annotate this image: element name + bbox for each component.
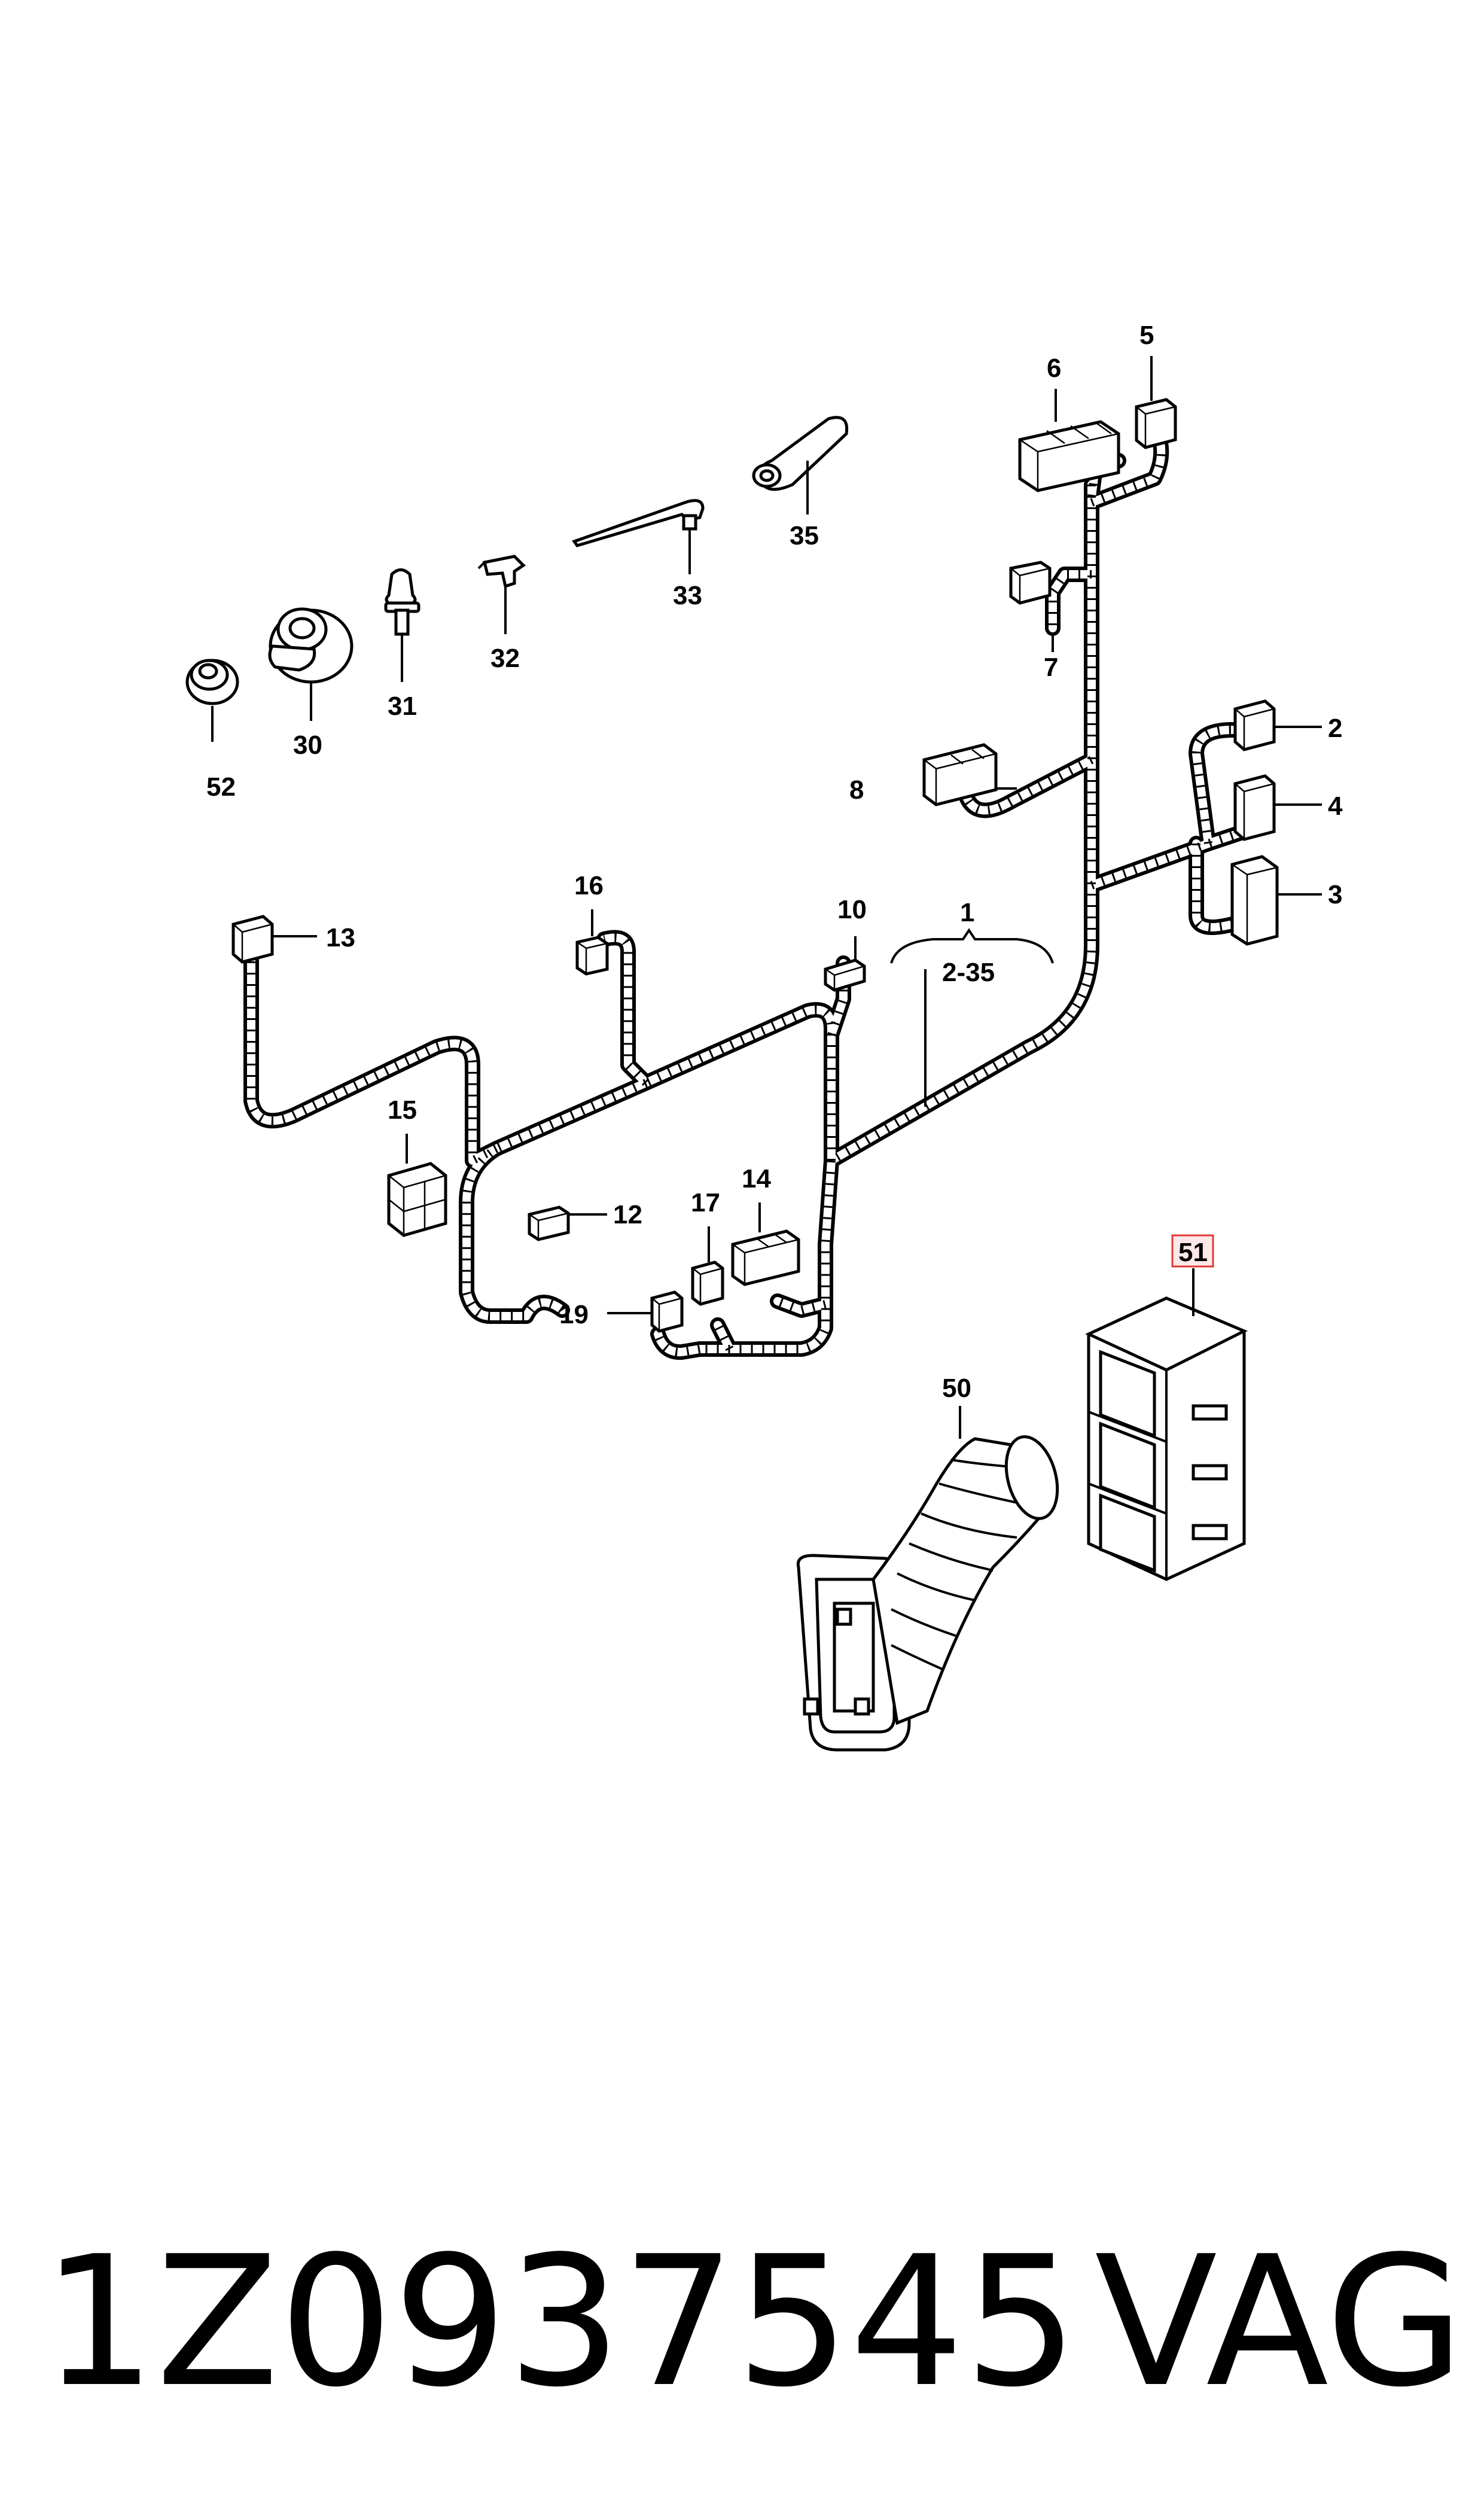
connector-2 bbox=[1233, 699, 1276, 751]
harness-segment bbox=[462, 1079, 648, 1320]
harness-segment bbox=[1090, 827, 1246, 890]
label-part-17: 17 bbox=[691, 1188, 720, 1217]
part-51-relay-holder bbox=[1085, 1296, 1248, 1581]
harness-segment bbox=[654, 1332, 701, 1357]
leader-lines bbox=[211, 356, 1322, 1439]
label-part-31: 31 bbox=[388, 692, 417, 721]
label-part-13: 13 bbox=[326, 923, 355, 952]
connector-6 bbox=[1018, 420, 1120, 492]
label-part-12: 12 bbox=[613, 1200, 642, 1229]
connector-17 bbox=[691, 1260, 724, 1306]
connector-10 bbox=[824, 958, 866, 992]
label-part-14: 14 bbox=[742, 1164, 771, 1193]
harness-segment bbox=[644, 1006, 836, 1161]
harness-segment bbox=[462, 1079, 650, 1320]
label-part-5: 5 bbox=[1139, 321, 1154, 350]
label-part-2: 2 bbox=[1328, 714, 1342, 743]
connector-4 bbox=[1233, 774, 1276, 841]
connector-15 bbox=[387, 1162, 447, 1237]
part-33-cable-tie bbox=[572, 499, 705, 547]
label-part-30: 30 bbox=[293, 730, 322, 760]
connector-14 bbox=[731, 1229, 800, 1286]
label-part-15: 15 bbox=[388, 1095, 417, 1125]
label-part-51-highlight: 51 bbox=[1171, 1234, 1214, 1268]
label-part-32: 32 bbox=[490, 644, 520, 673]
connector-8 bbox=[922, 743, 998, 806]
harness-segment bbox=[243, 949, 504, 1168]
label-part-4: 4 bbox=[1328, 791, 1343, 821]
part-32-clip bbox=[477, 555, 526, 589]
harness-segment bbox=[247, 953, 501, 1165]
label-part-8: 8 bbox=[849, 775, 864, 805]
part-35-sleeve bbox=[752, 416, 849, 491]
harness-segment bbox=[600, 933, 650, 1087]
label-part-1: 1 bbox=[960, 898, 974, 927]
part-number: 1Z0937545 bbox=[42, 2218, 1078, 2426]
connector-16 bbox=[575, 936, 609, 976]
label-part-16: 16 bbox=[574, 871, 604, 900]
label-range-2-35: 2-35 bbox=[942, 958, 995, 987]
label-part-6: 6 bbox=[1047, 354, 1061, 383]
part-labels: 6 5 7 2 4 3 8 1 2-35 10 16 13 15 12 14 1… bbox=[206, 321, 1343, 1403]
label-part-7: 7 bbox=[1044, 653, 1058, 682]
label-part-33: 33 bbox=[673, 581, 702, 610]
harness-segment bbox=[247, 957, 499, 1168]
label-part-10: 10 bbox=[837, 895, 867, 924]
harness-segment bbox=[714, 1321, 734, 1353]
connector-7 bbox=[1009, 561, 1052, 605]
connector-3 bbox=[1230, 855, 1279, 946]
harness-segment bbox=[700, 1160, 836, 1353]
label-part-50: 50 bbox=[942, 1374, 971, 1403]
harness-segment bbox=[827, 959, 848, 1039]
harness-segment bbox=[642, 1006, 836, 1165]
connector-13 bbox=[231, 915, 274, 964]
part-30-grommet bbox=[268, 607, 354, 684]
connector-19 bbox=[650, 1290, 684, 1333]
label-part-19: 19 bbox=[559, 1300, 589, 1329]
label-part-35: 35 bbox=[790, 521, 819, 550]
harness-segment bbox=[827, 480, 1096, 1165]
harness-segment bbox=[1192, 839, 1236, 931]
harness-segment bbox=[1049, 570, 1096, 632]
brand-name: VAG bbox=[1095, 2218, 1464, 2426]
connector-5 bbox=[1135, 398, 1177, 449]
harness-segment bbox=[773, 1297, 830, 1314]
label-part-51: 51 bbox=[1178, 1238, 1208, 1267]
connector-12 bbox=[528, 1205, 570, 1241]
part-50-cable-boot bbox=[796, 1435, 1059, 1752]
harness-segment bbox=[1087, 439, 1166, 507]
part-52-grommet bbox=[185, 659, 239, 705]
part-31-clip bbox=[384, 568, 420, 636]
harness-segment bbox=[638, 1002, 839, 1168]
label-part-3: 3 bbox=[1328, 880, 1342, 909]
label-part-52: 52 bbox=[206, 772, 236, 802]
harness-segment bbox=[1189, 836, 1240, 935]
harness-segment bbox=[1192, 726, 1233, 844]
